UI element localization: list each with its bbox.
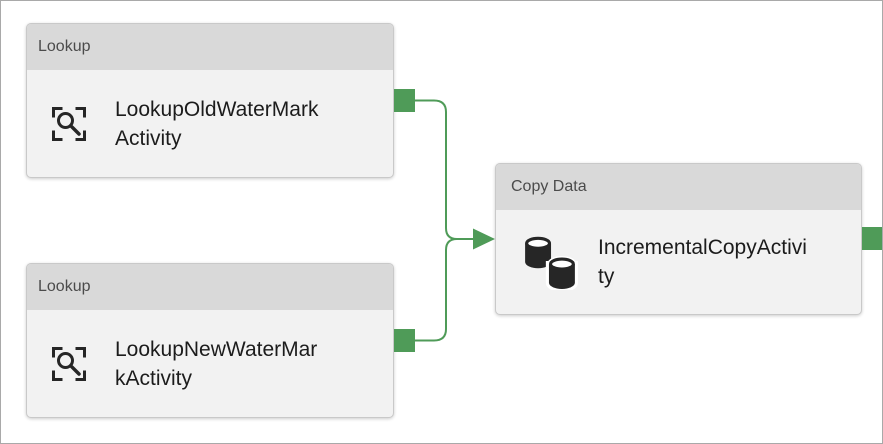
activity-type-label: Copy Data	[511, 178, 587, 195]
activity-name: LookupOldWaterMark Activity	[115, 97, 319, 150]
activity-node-lookup-old-watermark[interactable]: Lookup LookupOldWaterMark Activity	[26, 23, 394, 178]
copy-data-icon	[522, 234, 578, 290]
activity-type-header: Lookup	[27, 264, 393, 310]
activity-name: IncrementalCopyActivi ty	[598, 236, 807, 288]
activity-body: IncrementalCopyActivi ty	[496, 210, 861, 314]
output-port-lookup-old[interactable]	[394, 89, 415, 112]
connector-lookup-new-to-copy[interactable]	[415, 238, 473, 342]
connector-arrowhead-icon	[473, 228, 495, 250]
connector-lookup-old-to-copy[interactable]	[415, 99, 473, 240]
activity-name: LookupNewWaterMar kActivity	[115, 337, 318, 390]
activity-body: LookupNewWaterMar kActivity	[27, 310, 393, 417]
output-port-copy[interactable]	[862, 227, 882, 250]
lookup-icon	[50, 345, 88, 383]
lookup-icon	[50, 105, 88, 143]
activity-node-incremental-copy[interactable]: Copy Data	[495, 163, 862, 315]
output-port-lookup-new[interactable]	[394, 329, 415, 352]
activity-node-lookup-new-watermark[interactable]: Lookup LookupNewWaterMar kActivity	[26, 263, 394, 418]
activity-type-header: Copy Data	[496, 164, 861, 210]
activity-type-header: Lookup	[27, 24, 393, 70]
activity-type-label: Lookup	[38, 278, 91, 295]
activity-type-label: Lookup	[38, 38, 91, 55]
activity-body: LookupOldWaterMark Activity	[27, 70, 393, 177]
